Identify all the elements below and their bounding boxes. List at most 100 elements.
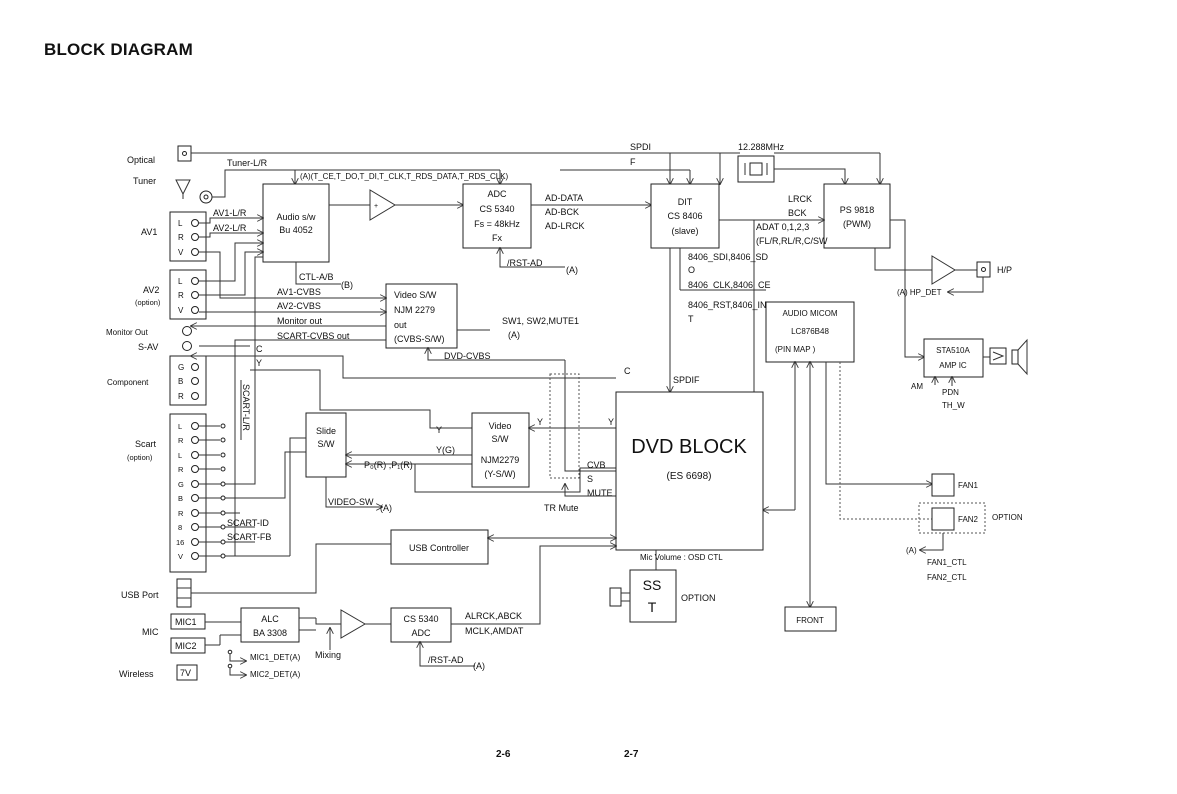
tuner-lr-label: Tuner-L/R: [227, 158, 268, 168]
fan1-box: [931, 473, 955, 497]
sta510a-block: [923, 338, 984, 378]
mclk-label: MCLK,AMDAT: [465, 626, 524, 636]
s-av-c-label: C: [256, 344, 263, 354]
video-sw-line-label: VIDEO-SW: [328, 497, 374, 507]
av2-label: AV2: [143, 285, 159, 295]
audio-micom-chip: LC876B48: [791, 327, 829, 336]
audio-micom-pinmap: (PIN MAP ): [775, 345, 816, 354]
y-right-label: Y: [608, 417, 614, 427]
scart-pin-v: V: [178, 552, 183, 561]
page-number-left: 2-6: [496, 749, 511, 760]
c-right-label: C: [624, 366, 631, 376]
scart-pin-b: B: [178, 494, 183, 503]
monitor-out-line-label: Monitor out: [277, 316, 323, 326]
rst-ad2-label: /RST-AD: [428, 655, 464, 665]
scart-pin-g: G: [178, 480, 184, 489]
component-jack-box: [169, 355, 207, 406]
s-av-label: S-AV: [138, 342, 158, 352]
audio-micom-block: [765, 301, 855, 363]
mic-amp-triangle-icon: [340, 609, 366, 639]
speaker-cone-icon: [1017, 338, 1028, 376]
usb-controller-block: [390, 529, 489, 565]
mute-label: MUTE: [587, 488, 613, 498]
cvbs-label: CVB: [587, 460, 606, 470]
rst-int-label-2: T: [688, 314, 694, 324]
sst-label-2: T: [648, 599, 657, 615]
front-block: [784, 606, 837, 632]
spdif-label: SPDIF: [673, 375, 700, 385]
alc-block: [240, 607, 300, 643]
av1-jack-l: L: [178, 219, 183, 228]
sdi-label-1: 8406_SDI,8406_SD: [688, 252, 769, 262]
rst-ad-label: /RST-AD: [507, 258, 543, 268]
spdif-top-label-1: SPDI: [630, 142, 651, 152]
sst-connector: [609, 587, 622, 607]
av2-jack-r: R: [178, 291, 184, 300]
scart-jack-box: [169, 413, 207, 573]
dvd-cvbs-label: DVD-CVBS: [444, 351, 491, 361]
ps-pwm: (PWM): [843, 219, 871, 229]
ps-title: PS 9818: [840, 205, 875, 215]
video-sw-cvbs: (CVBS-S/W): [394, 334, 445, 344]
dvd-block: [615, 391, 764, 551]
av2-jack-l: L: [178, 277, 183, 286]
audio-sw-block: [262, 183, 330, 263]
av1-jack-v: V: [178, 248, 184, 257]
hp-amp-triangle-icon: [931, 255, 956, 285]
monitor-out-jack: [182, 326, 192, 336]
av2-lr-label: AV2-L/R: [213, 223, 247, 233]
hp-label: H/P: [997, 265, 1012, 275]
fan-option-label: OPTION: [992, 513, 1023, 522]
av2-jack-v: V: [178, 306, 184, 315]
adc-fs: Fs = 48kHz: [474, 219, 520, 229]
sst-label-1: SS: [643, 577, 662, 593]
mic2-det-label: MIC2_DET(A): [250, 670, 301, 679]
page-title: BLOCK DIAGRAM: [44, 40, 193, 59]
sst-block: [629, 569, 677, 623]
dit-title: DIT: [678, 197, 693, 207]
dit-block: [650, 183, 720, 249]
adc-title: ADC: [487, 189, 507, 199]
crystal-icon: [749, 162, 763, 176]
fan2-box: [931, 507, 955, 531]
yg-label: Y(G): [436, 445, 455, 455]
tr-mute-label: TR Mute: [544, 503, 579, 513]
fan2-label: FAN2: [958, 515, 979, 524]
video-sw2-title: Video: [489, 421, 512, 431]
fan-a-label: (A): [906, 546, 917, 555]
ps9818-block: [823, 183, 891, 249]
th-w-label: TH_W: [942, 401, 965, 410]
video-sw2-ysw: (Y-S/W): [484, 469, 515, 479]
speaker-icon: [1011, 349, 1019, 365]
adc-fx: Fx: [492, 233, 502, 243]
y-mid-label: Y: [436, 425, 442, 435]
hp-jack: [976, 261, 991, 278]
scart-pin-l1: L: [178, 422, 182, 431]
scart-fb-label: SCART-FB: [227, 532, 271, 542]
lrck-label: LRCK: [788, 194, 812, 204]
av2-option-label: (option): [135, 298, 161, 307]
mic1-det-label: MIC1_DET(A): [250, 653, 301, 662]
s-av-y-label: Y: [256, 358, 262, 368]
mic1-label: MIC1: [175, 617, 197, 627]
scart-pin-l2: L: [178, 451, 182, 460]
audio-sw-chip: Bu 4052: [279, 225, 313, 235]
scart-pin-r2: R: [178, 465, 184, 474]
av1-jack-r: R: [178, 233, 184, 242]
ctl-ab-b-label: (B): [341, 280, 353, 290]
slide-sw-block: [305, 412, 347, 478]
scart-label: Scart: [135, 439, 157, 449]
av1-cvbs-label: AV1-CVBS: [277, 287, 321, 297]
av1-lr-label: AV1-L/R: [213, 208, 247, 218]
dit-slave: (slave): [671, 226, 698, 236]
spdif-top-label-2: F: [630, 157, 636, 167]
mic-label: MIC: [142, 627, 159, 637]
am-label: AM: [911, 382, 923, 391]
video-sw-chip: NJM 2279: [394, 305, 435, 315]
sst-option-label: OPTION: [681, 593, 716, 603]
adc-chip: CS 5340: [479, 204, 514, 214]
video-sw-block: [385, 283, 458, 349]
rst-ad-a-label: (A): [566, 265, 578, 275]
video-sw2-chip: NJM2279: [481, 455, 520, 465]
scart-pin-8: 8: [178, 523, 182, 532]
